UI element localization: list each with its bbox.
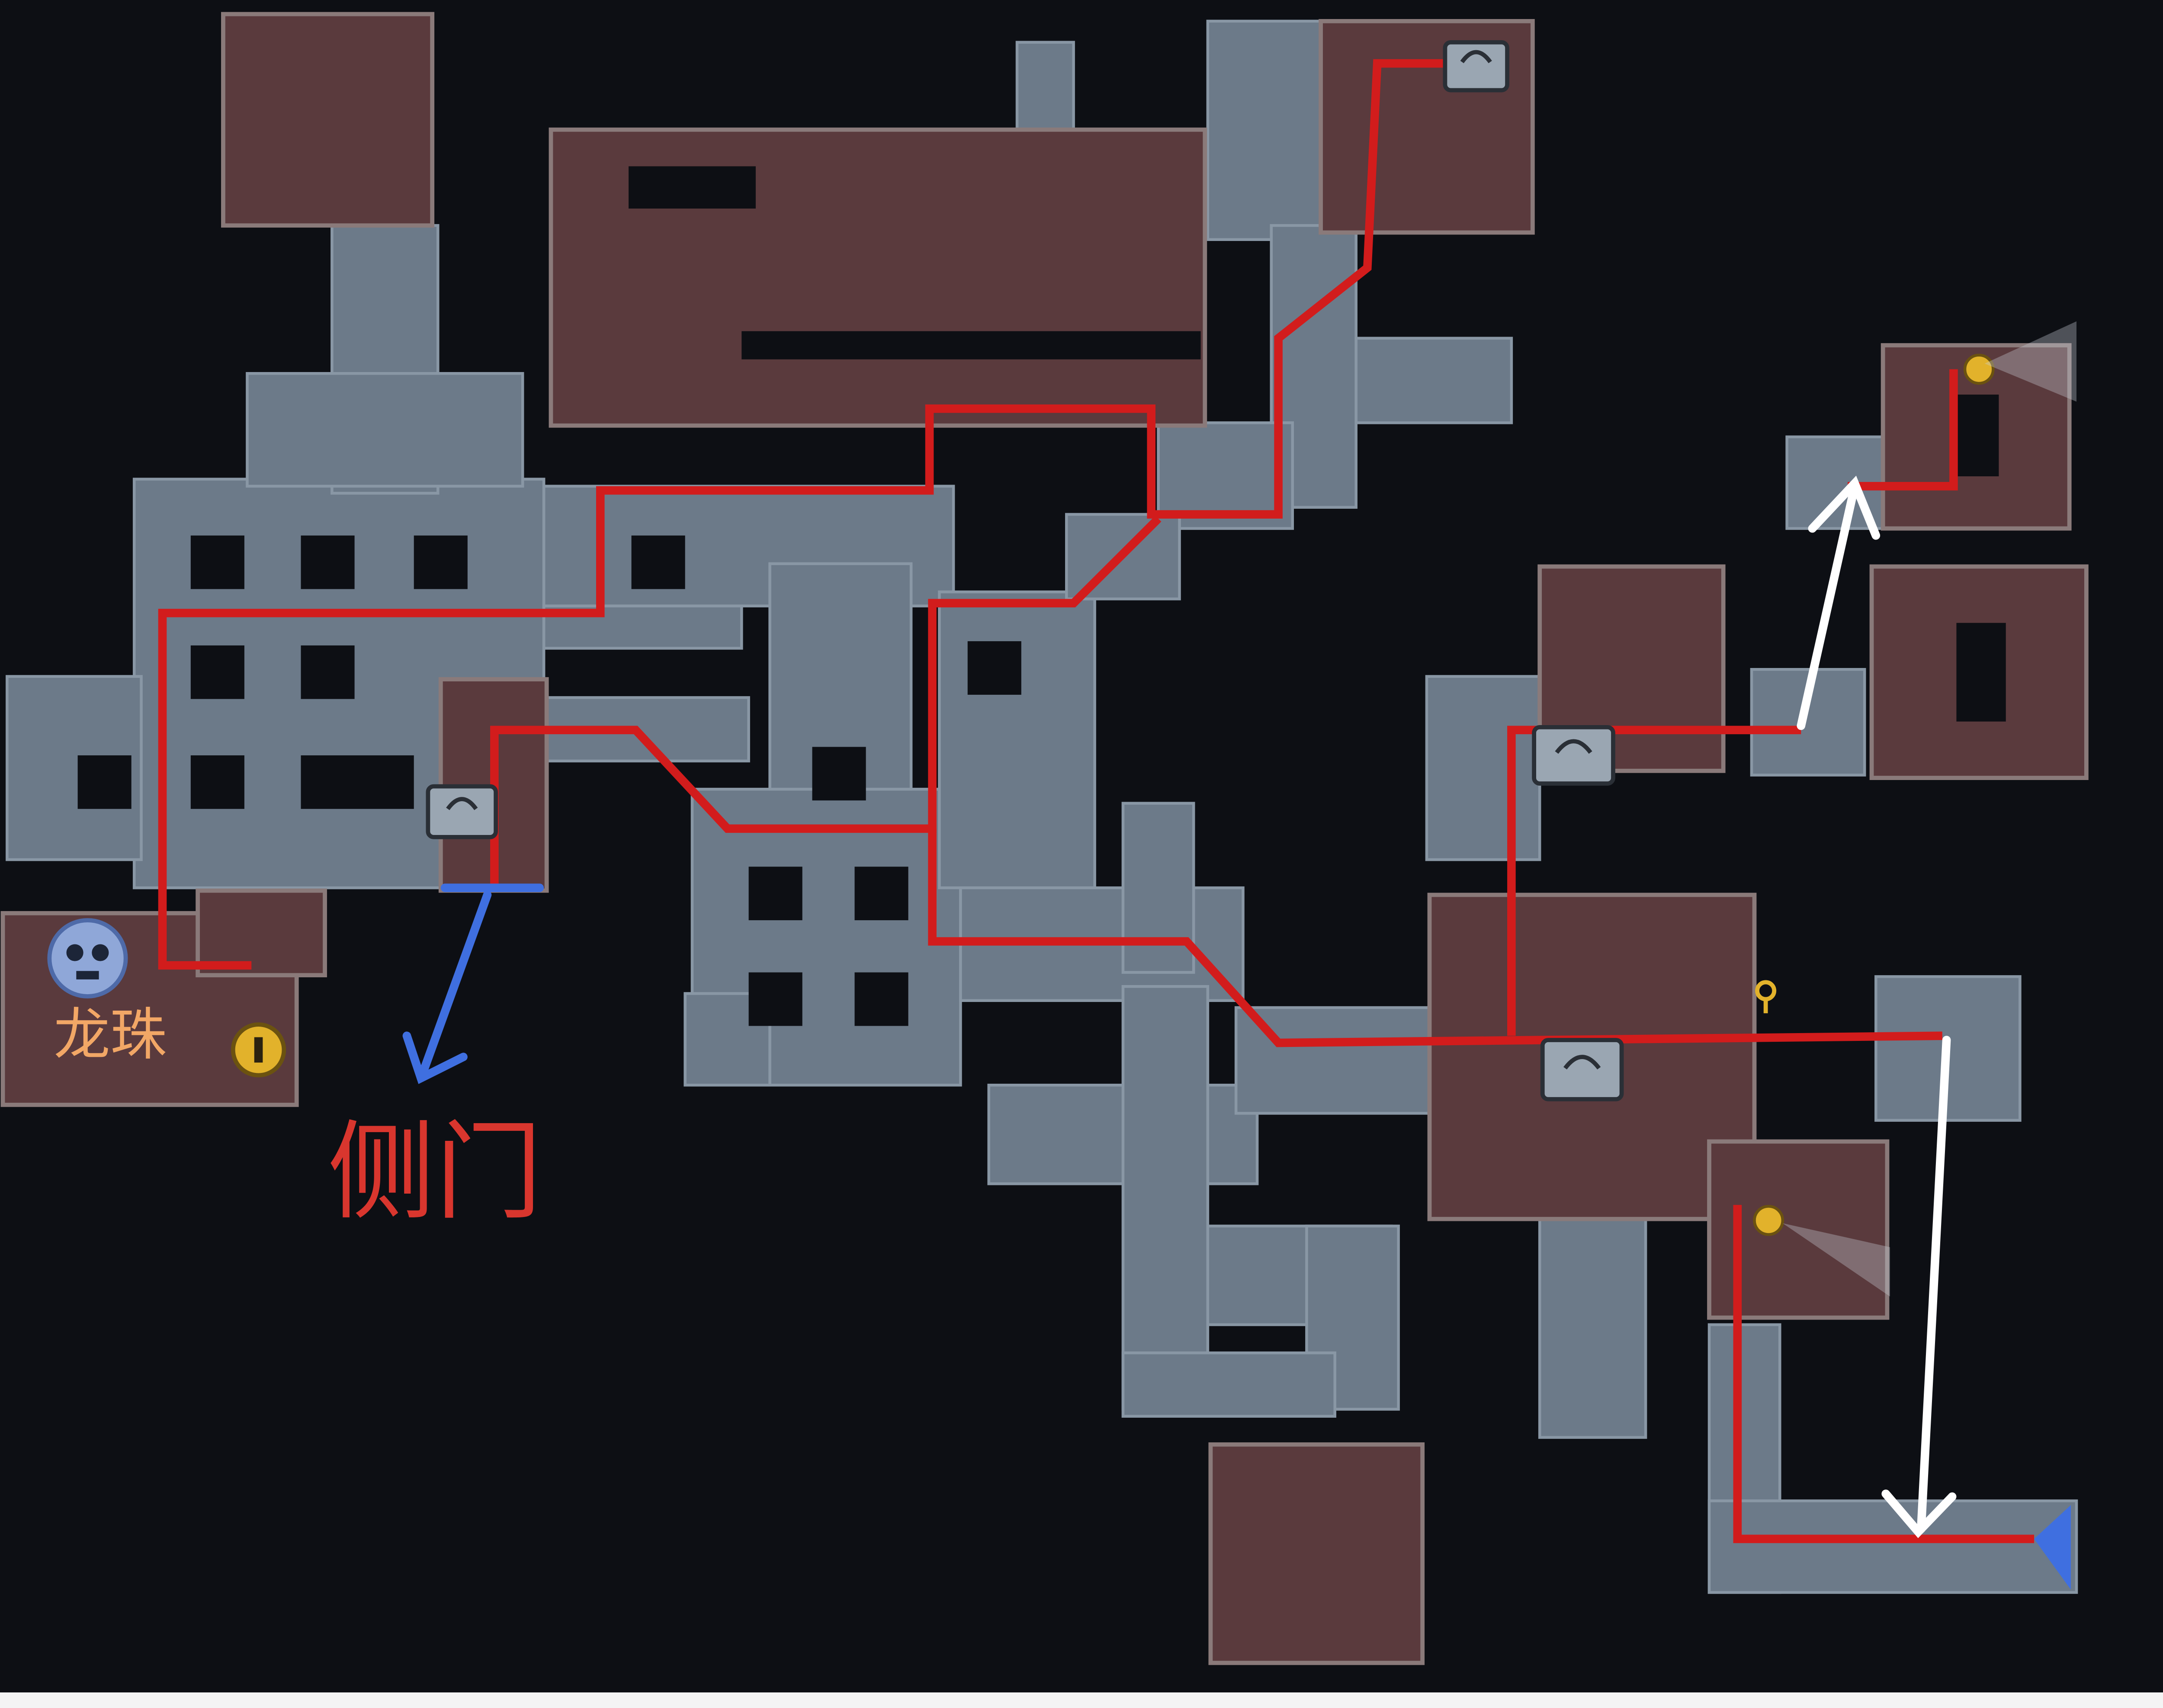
chest-icon [1443,40,1509,93]
side-door-label: 侧门 [328,1110,542,1235]
grid-hole [301,645,355,699]
corridor-upper-right [1206,19,1336,241]
side-door-arrow-shaft [417,890,492,1082]
corridor-right-left-wing [1425,675,1541,861]
blue-exit-icon [2034,1505,2071,1590]
grid-hole [77,755,132,809]
white-arrow-down-shaft [1917,1036,1951,1534]
white-arrows [1797,475,1957,1538]
grid-hole [301,755,414,809]
bottom-strip [0,1692,2163,1708]
grid-hole [190,535,244,589]
corridor-central-grid [690,787,962,1087]
route-segment-far-right-bottom [1733,1205,2035,1543]
route-segment-lower [928,828,1942,1047]
chest-icon [1540,1038,1624,1101]
corridor-right-down [1538,1210,1647,1439]
white-arrow-down-head [1881,1490,1957,1538]
grid-hole [748,972,802,1026]
corridor-lower-bottom [1121,1351,1336,1418]
grid-hole [631,535,685,589]
corridor-center-lower [1121,802,1195,974]
white-arrow-up-head [1808,475,1881,540]
main-route [158,59,2035,1543]
route-segment-main [158,59,1476,970]
corridors [6,19,2078,1594]
corridor-upper-right-d [1015,41,1075,135]
route-segment-right-up [1507,726,1801,1036]
grid-hole [748,867,802,921]
dragon-pearl-label: 龙珠 [54,1002,167,1068]
room-bottom-center [1208,1442,1425,1665]
light-beam-icon [1984,321,2076,402]
route-segment-center [490,515,1162,888]
hall-shadow [741,331,1201,360]
grid-hole [854,867,908,921]
coin-marker-icon [1963,353,1995,385]
grid-hole [190,645,244,699]
chest-icon [1532,725,1615,786]
side-door-arrow-head [402,1031,468,1084]
room-far-right-top-hole [1956,395,1999,477]
coin-marker-icon [1753,1205,1784,1236]
grid-hole [414,535,468,589]
grid-holes [77,535,1021,1026]
corridor-top-cross [246,372,524,488]
key-icon [1755,980,1777,1014]
grid-hole [967,641,1021,695]
route-segment-far-right-top [1848,369,1958,491]
dragon-pearl-skull-icon [47,918,128,998]
corridor-center-right [938,590,1096,889]
grid-hole [301,535,355,589]
grid-hole [812,747,866,801]
corridor-upper-right-c [1354,337,1513,424]
corridor-right-mid [1234,1006,1435,1115]
corridor-far-right-floor [1707,1499,2078,1594]
white-arrow-up-shaft [1797,482,1859,730]
room-top-left [221,12,435,228]
hall-shadow [629,166,756,209]
chest-icon [426,784,498,839]
grid-hole [190,755,244,809]
side-door-arrow [402,883,544,1084]
room-far-right-mid-hole [1956,623,2006,722]
corridor-lower-shaft [1121,985,1210,1411]
room-interiors [629,166,2006,722]
corridor-central-left [684,992,771,1087]
coin-marker-icon [231,1022,286,1078]
grid-hole [854,972,908,1026]
